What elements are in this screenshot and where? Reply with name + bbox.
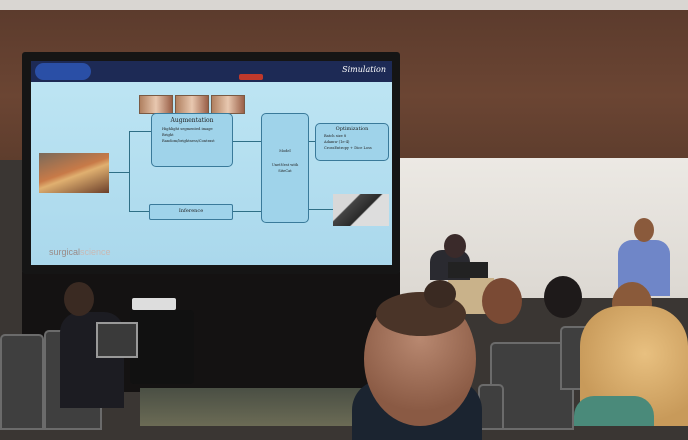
- augmentation-item: Random/brightness/Contrast: [162, 139, 215, 143]
- audience-head: [64, 282, 94, 316]
- chair: [0, 334, 44, 430]
- inference-box: Inference: [149, 204, 233, 220]
- augmented-image: [175, 95, 209, 114]
- presentation-slide: Simulation Augmentation Highlight segmen…: [31, 61, 392, 265]
- model-box: Model UnetNest with SiteCat: [261, 113, 309, 223]
- audience-head: [544, 276, 582, 318]
- optimization-item: Adamw (1e-4): [324, 140, 350, 144]
- model-title: Model: [279, 149, 291, 153]
- highlight-badge: [239, 74, 263, 80]
- sponsor-logo: Simulation: [342, 65, 386, 74]
- connector-line: [129, 131, 151, 132]
- augmented-image: [211, 95, 245, 114]
- nav-icon: [169, 64, 191, 78]
- connector-line: [109, 172, 129, 173]
- audience-head: [482, 278, 522, 324]
- connector-line: [231, 141, 261, 142]
- slide-header-bar: Simulation: [31, 61, 392, 82]
- audience-member: [574, 396, 654, 426]
- nav-icon: [97, 64, 119, 78]
- connector-line: [129, 211, 151, 212]
- optimization-item: CrossEntropy + Dice Loss: [324, 146, 372, 150]
- model-subtitle: UnetNest with SiteCat: [271, 163, 299, 173]
- optimization-title: Optimization: [335, 126, 369, 132]
- augmentation-item: Bright: [162, 133, 174, 137]
- projector: [132, 298, 176, 310]
- augmented-image: [139, 95, 173, 114]
- optimization-item: Batch size 8: [324, 134, 347, 138]
- laptop: [96, 322, 138, 358]
- speaker-head: [634, 218, 654, 242]
- person-head: [444, 234, 466, 258]
- conference-logo: [35, 63, 91, 80]
- optimization-box: Optimization Batch size 8 Adamw (1e-4) C…: [315, 123, 389, 161]
- augmentation-title: Augmentation: [170, 117, 214, 124]
- output-mask-image: [333, 194, 389, 226]
- nav-icon: [121, 64, 143, 78]
- footer-logo: surgicalscience: [49, 247, 111, 257]
- input-image: [39, 153, 109, 193]
- connector-line: [231, 211, 261, 212]
- laptop: [448, 262, 488, 278]
- inference-label: Inference: [178, 208, 204, 214]
- nav-icon: [145, 64, 167, 78]
- connector-line: [307, 141, 315, 142]
- connector-line: [129, 131, 130, 212]
- augmentation-item: Highlight segmented image: [162, 127, 213, 131]
- augmentation-box: Augmentation Highlight segmented image B…: [151, 113, 233, 167]
- audience-head: [424, 280, 456, 308]
- tech-table: [130, 310, 194, 384]
- connector-line: [307, 209, 333, 210]
